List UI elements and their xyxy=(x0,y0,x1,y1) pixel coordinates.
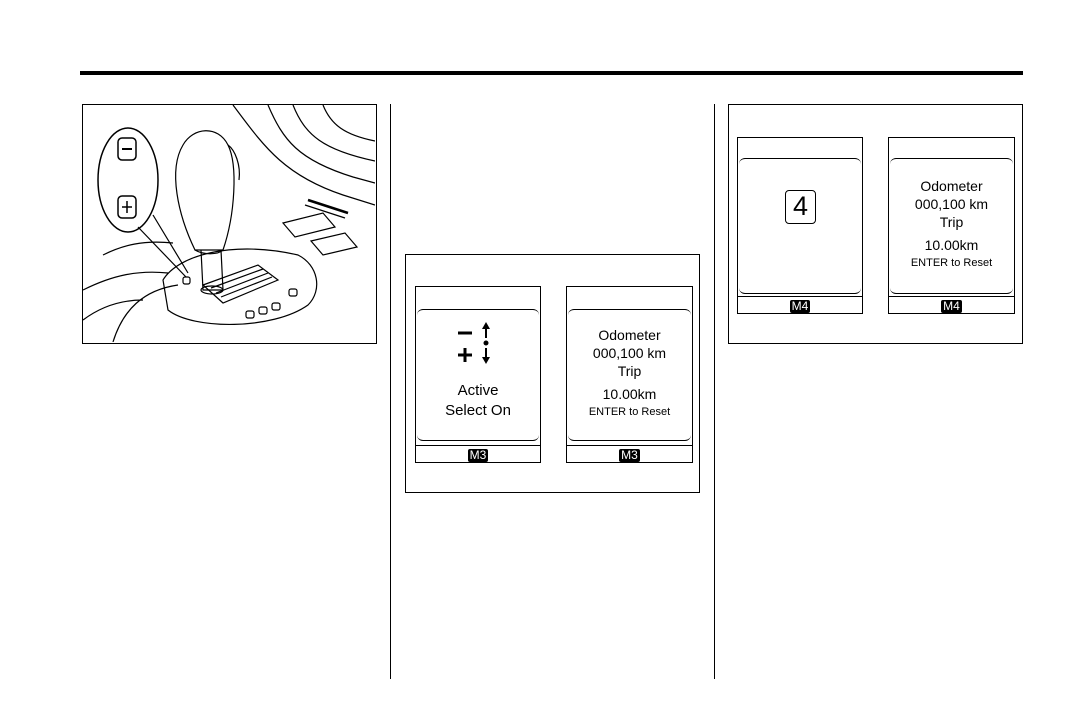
gear-shifter-illustration xyxy=(83,105,375,342)
column-divider-2 xyxy=(714,104,715,679)
select-on-label: Select On xyxy=(416,402,540,419)
odometer-label: Odometer xyxy=(889,178,1014,194)
mode-badge: M4 xyxy=(941,300,962,313)
odometer-screen-m4: Odometer 000,100 km Trip 10.00km ENTER t… xyxy=(888,137,1015,314)
gear-screen: 4 M4 xyxy=(737,137,863,314)
odometer-value: 000,100 km xyxy=(889,196,1014,212)
odometer-label: Odometer xyxy=(567,327,692,343)
tap-shift-arrows-icon xyxy=(456,321,496,365)
gear-indicator: 4 xyxy=(785,190,816,224)
column-divider-1 xyxy=(390,104,391,679)
m3-display-figure: Active Select On M3 Odometer 000,100 km … xyxy=(405,254,700,493)
active-select-screen: Active Select On M3 xyxy=(415,286,541,463)
mode-badge: M4 xyxy=(790,300,811,313)
active-label: Active xyxy=(416,382,540,399)
trip-label: Trip xyxy=(567,363,692,379)
trip-label: Trip xyxy=(889,214,1014,230)
mode-badge: M3 xyxy=(468,449,489,462)
header-rule xyxy=(80,71,1023,75)
shifter-figure xyxy=(82,104,377,344)
m4-display-figure: 4 M4 Odometer 000,100 km Trip 10.00km EN… xyxy=(728,104,1023,344)
odometer-screen: Odometer 000,100 km Trip 10.00km ENTER t… xyxy=(566,286,693,463)
trip-value: 10.00km xyxy=(567,386,692,402)
odometer-value: 000,100 km xyxy=(567,345,692,361)
reset-hint: ENTER to Reset xyxy=(889,257,1014,269)
trip-value: 10.00km xyxy=(889,237,1014,253)
reset-hint: ENTER to Reset xyxy=(567,406,692,418)
mode-badge: M3 xyxy=(619,449,640,462)
